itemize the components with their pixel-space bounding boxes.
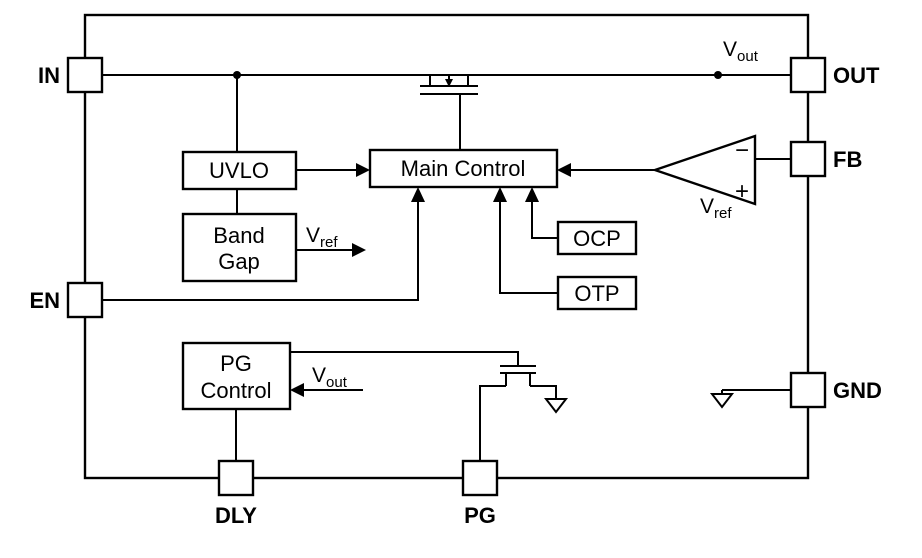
- pin-out: [789, 56, 827, 94]
- vout-pgcontrol-label: Vout: [312, 364, 348, 391]
- junction-dot-vout: [714, 71, 722, 79]
- otp-label: OTP: [574, 281, 619, 306]
- arrowhead-en-main: [411, 187, 425, 202]
- arrowhead-ocp-main: [525, 187, 539, 202]
- vout-node-main: V: [723, 38, 737, 61]
- vref-output-main: V: [306, 224, 320, 247]
- pg-mosfet-symbol: [479, 365, 569, 461]
- ground-symbol-pg: [543, 398, 569, 414]
- pg-control-label-line1: PG: [220, 351, 252, 376]
- wire-pgfet-to-pg-pin: [479, 385, 506, 461]
- error-amplifier: − + Vref: [651, 134, 757, 222]
- pin-label-out: OUT: [833, 63, 880, 88]
- pin-label-fb: FB: [833, 147, 862, 172]
- voltage-labels: Vout Vref Vout: [306, 38, 759, 391]
- arrowhead-bandgap-vref: [352, 243, 366, 257]
- pin-dly: [217, 459, 255, 497]
- vref-output-sub: ref: [320, 234, 338, 251]
- uvlo-block: [181, 150, 298, 191]
- ocp-label: OCP: [573, 226, 621, 251]
- ground-symbol-gnd: [709, 393, 735, 409]
- wire-ocp-main: [531, 201, 558, 239]
- vref-comparator-label: Vref: [700, 195, 732, 222]
- otp-block: [556, 275, 638, 311]
- ocp-block: [556, 220, 638, 256]
- arrowhead-vout-pgcontrol: [290, 383, 304, 397]
- pin-label-dly: DLY: [215, 503, 257, 528]
- pg-control-label-line2: Control: [201, 378, 272, 403]
- comparator-plus-sign: +: [735, 178, 749, 205]
- pass-mosfet-symbol: [420, 75, 478, 150]
- pin-pg: [461, 459, 499, 497]
- pin-gnd: [789, 371, 827, 409]
- arrowhead-comp-main: [557, 163, 571, 177]
- pin-fb: [789, 140, 827, 178]
- uvlo-label: UVLO: [209, 158, 269, 183]
- vref-output-label: Vref: [306, 224, 338, 251]
- vout-pgcontrol-sub: out: [326, 374, 348, 391]
- main-control-block: [368, 148, 559, 189]
- arrowhead-otp-main: [493, 187, 507, 202]
- wire-en-main: [102, 201, 419, 301]
- wires: [102, 71, 791, 461]
- vref-comparator-sub: ref: [714, 205, 732, 222]
- pin-in: [66, 56, 104, 94]
- wire-pgcontrol-gate: [290, 351, 519, 366]
- wire-pgfet-to-gnd: [530, 385, 557, 399]
- bandgap-label-line2: Gap: [218, 249, 260, 274]
- vref-comparator-main: V: [700, 195, 714, 218]
- bandgap-label-line1: Band: [213, 223, 264, 248]
- junction-dot-uvlo: [233, 71, 241, 79]
- vout-pgcontrol-main: V: [312, 364, 326, 387]
- pin-label-in: IN: [38, 63, 60, 88]
- pin-label-en: EN: [29, 288, 60, 313]
- vout-node-sub: out: [737, 48, 759, 65]
- comparator-minus-sign: −: [735, 137, 749, 164]
- wire-otp-main: [499, 201, 558, 294]
- pin-label-pg: PG: [464, 503, 496, 528]
- function-blocks: UVLO Band Gap Main Control OCP OTP PG Co…: [181, 134, 757, 411]
- fet-body-arrow: [445, 79, 453, 87]
- main-control-label: Main Control: [401, 156, 526, 181]
- vout-node-label: Vout: [723, 38, 759, 65]
- arrowhead-uvlo-main: [356, 163, 370, 177]
- pin-label-gnd: GND: [833, 378, 882, 403]
- pin-en: [66, 281, 104, 319]
- bandgap-block: [181, 212, 298, 283]
- pins: IN EN OUT FB GND DLY PG: [29, 56, 882, 528]
- pg-control-block: [181, 341, 292, 411]
- comparator-triangle: [651, 134, 757, 206]
